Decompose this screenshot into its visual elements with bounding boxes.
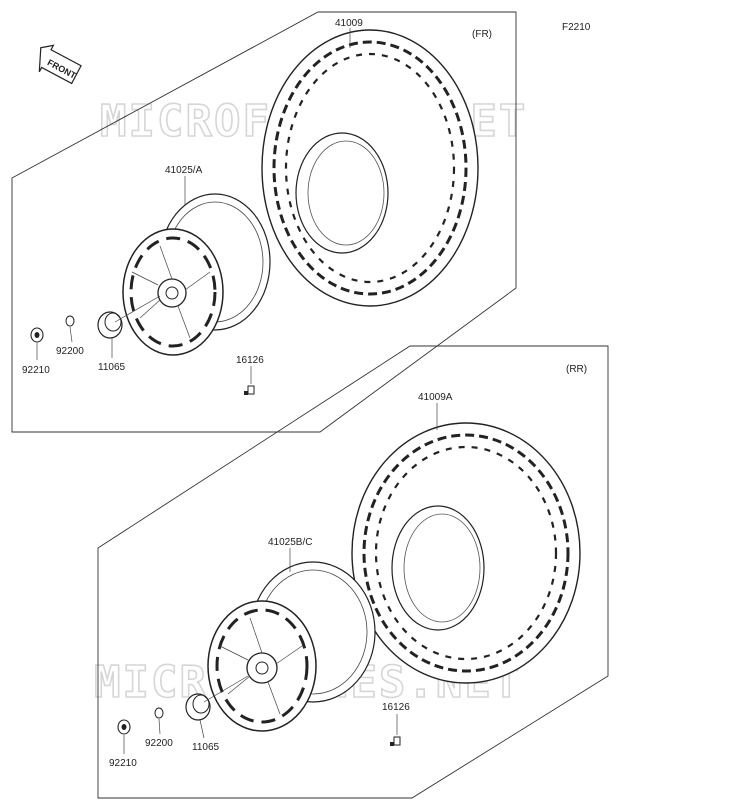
front-cap-part: 11065 [98, 362, 126, 373]
rear-valve-part: 16126 [382, 702, 410, 713]
rear-wheel [207, 561, 376, 732]
rear-nut-icon [117, 719, 131, 735]
front-group: (FR) 41009 41025/A [11, 11, 517, 433]
diagram-code: F2210 [562, 22, 591, 33]
rear-cap-part: 11065 [192, 742, 220, 753]
front-nut-icon [30, 327, 44, 343]
rear-wheel-part: 41025B/C [268, 537, 312, 548]
front-group-frame [11, 11, 517, 433]
front-position-label: (FR) [472, 29, 492, 40]
front-nut-part: 92210 [22, 365, 50, 376]
rear-washer-part: 92200 [145, 738, 173, 749]
rear-washer-icon [154, 707, 164, 719]
front-cap-icon [97, 311, 123, 339]
rear-group-frame [97, 345, 609, 799]
front-wheel-part: 41025/A [165, 165, 203, 176]
rear-valve-icon [390, 736, 401, 746]
rear-cap-icon [185, 693, 211, 721]
front-valve-icon [244, 385, 255, 395]
front-wheel [122, 193, 271, 356]
front-washer-icon [65, 315, 75, 327]
rear-position-label: (RR) [566, 364, 587, 375]
rear-tire [351, 422, 581, 684]
rear-nut-part: 92210 [109, 758, 137, 769]
front-tire [261, 29, 479, 307]
front-arrow-icon: FRONT [38, 44, 82, 85]
front-valve-part: 16126 [236, 355, 264, 366]
rear-tire-part: 41009A [418, 392, 453, 403]
front-tire-part: 41009 [335, 18, 363, 29]
front-washer-part: 92200 [56, 346, 84, 357]
rear-group: (RR) 41009A 41025B/C [97, 345, 609, 799]
